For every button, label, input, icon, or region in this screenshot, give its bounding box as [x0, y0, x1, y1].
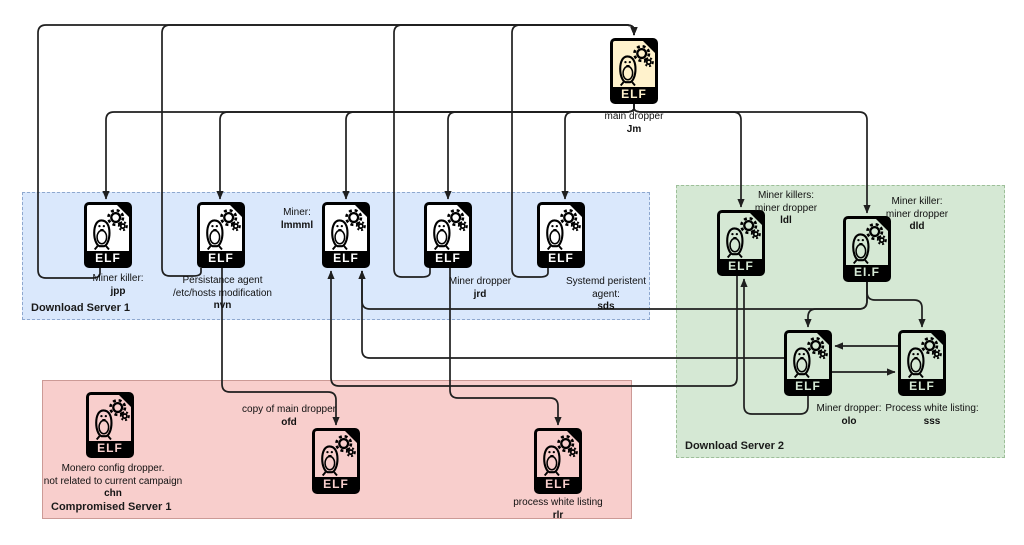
node-miner-killer-dld[interactable]: EI.F [843, 216, 891, 282]
node-main-dropper-jm[interactable]: ELF [610, 38, 658, 104]
edge-dld-to-sss [866, 282, 926, 328]
label-olo: Miner dropper:olo [816, 403, 882, 427]
label-lmmml: Miner:lmmml [280, 207, 314, 231]
node-process-whitelisting-sss[interactable]: ELF [898, 330, 946, 396]
node-process-whitelisting-rlr[interactable]: ELF [534, 428, 582, 494]
edge-jm-to-dld [633, 104, 871, 214]
elf-badge: EI.F [845, 265, 889, 280]
elf-badge: ELF [719, 259, 763, 274]
elf-badge: ELF [539, 251, 583, 266]
elf-badge: ELF [199, 251, 243, 266]
node-miner-dropper-jrd[interactable]: ELF [424, 202, 472, 268]
label-jpp: Miner killer:jpp [92, 273, 144, 297]
edge-dld-to-olo [804, 282, 868, 328]
edge-jm-to-jpp [102, 104, 635, 200]
node-miner-killers-ldl[interactable]: ELF [717, 210, 765, 276]
elf-badge: ELF [536, 477, 580, 492]
label-sss: Process white listing:sss [885, 403, 979, 427]
edge-ldl-to-lmmml [327, 270, 738, 387]
elf-badge: ELF [314, 477, 358, 492]
edge-jm-to-nvn [216, 104, 635, 200]
elf-badge: ELF [900, 379, 944, 394]
region-label: Download Server 1 [31, 302, 131, 314]
node-miner-killer-jpp[interactable]: ELF [84, 202, 132, 268]
edge-sds-to-jm [511, 24, 638, 278]
node-miner-dropper-olo[interactable]: ELF [784, 330, 832, 396]
region-label: Compromised Server 1 [51, 501, 172, 513]
region-label: Download Server 2 [685, 440, 785, 452]
node-miner-lmmml[interactable]: ELF [322, 202, 370, 268]
elf-badge: ELF [88, 441, 132, 456]
elf-badge: ELF [86, 251, 130, 266]
elf-badge: ELF [786, 379, 830, 394]
edge-olo-to-ldl [740, 278, 809, 415]
elf-badge: ELF [612, 87, 656, 102]
edge-nvn-to-ofd [221, 268, 340, 426]
node-persistence-agent-nvn[interactable]: ELF [197, 202, 245, 268]
label-nvn: Persistance agent/etc/hosts modification… [173, 275, 272, 311]
edge-olo-to-lmmml [358, 270, 784, 359]
node-main-dropper-copy-ofd[interactable]: ELF [312, 428, 360, 494]
elf-badge: ELF [324, 251, 368, 266]
elf-badge: ELF [426, 251, 470, 266]
label-chn: Monero config dropper.not related to cur… [43, 463, 183, 499]
region-compromised-server-1: Compromised Server 1 [42, 380, 632, 519]
node-systemd-agent-sds[interactable]: ELF [537, 202, 585, 268]
node-monero-config-chn[interactable]: ELF [86, 392, 134, 458]
edge-jrd-to-rlr [449, 268, 562, 426]
